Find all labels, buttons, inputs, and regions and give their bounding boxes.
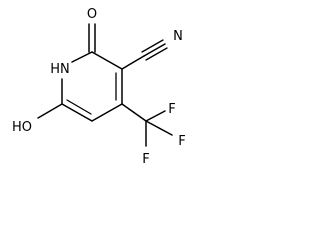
atom-f-top: F — [168, 102, 175, 117]
bond-cn-triple-2 — [141, 39, 164, 53]
hydroxyl-group: HO — [12, 103, 63, 135]
bond-c6-oh — [37, 103, 63, 119]
trifluoromethyl-group: F F F — [121, 102, 186, 167]
bond-c5-c6 — [61, 103, 93, 122]
bond-cn-triple-3 — [145, 47, 168, 61]
pyridinone-ring — [61, 51, 123, 122]
bond-c3-cn — [121, 55, 145, 70]
nitrile-group: N — [121, 29, 183, 70]
atom-f-right: F — [178, 134, 185, 149]
bond-cf3-f-right — [145, 120, 173, 136]
atom-nitrile-n: N — [173, 29, 183, 44]
atom-nh: HN — [50, 62, 70, 77]
chemical-structure-diagram: O HN HO N F F F — [12, 7, 186, 167]
bond-c2-c3 — [91, 51, 123, 70]
atom-f-bottom: F — [142, 152, 149, 167]
bond-cf3-f-top — [145, 110, 166, 122]
atom-ho: HO — [12, 120, 32, 135]
bond-c5-c6-inner — [66, 99, 92, 115]
carbonyl-group: O — [87, 7, 97, 53]
bond-c4-cf3 — [121, 103, 147, 122]
bond-n1-c2 — [71, 51, 93, 63]
atom-oxygen-top: O — [87, 7, 97, 22]
bond-c4-c5 — [91, 103, 123, 122]
bond-cn-triple-1 — [143, 43, 166, 57]
